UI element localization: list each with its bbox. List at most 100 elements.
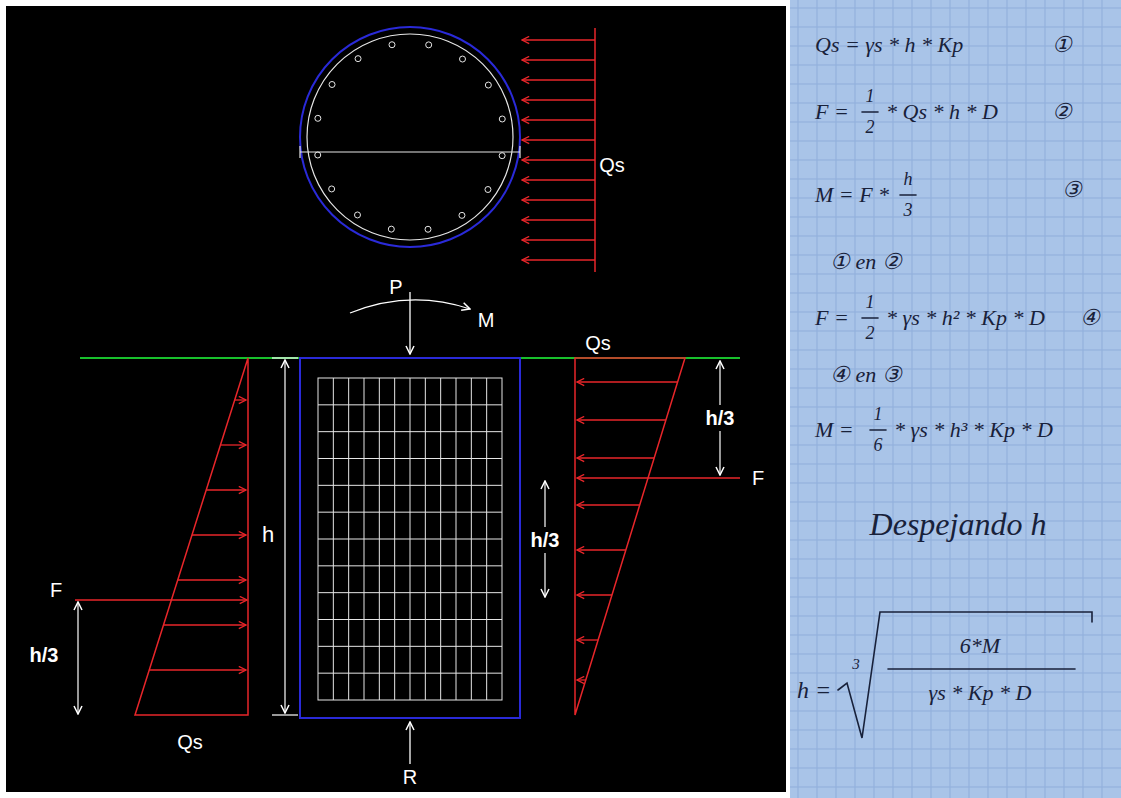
grid-line [1045,0,1046,798]
load-arrow [577,504,640,505]
rebar-dot [425,226,431,232]
pile-section-inner [307,34,513,240]
load-arrow [577,419,666,420]
load-arrow [522,79,595,80]
radical-sign [838,612,1092,738]
grid-line [790,749,1121,750]
dimension-label: h/3 [528,527,563,553]
load-arrow [522,239,595,240]
rebar-dot [315,115,321,121]
load-arrow [522,159,595,160]
rebar-dot [499,153,505,159]
equation: F = [815,100,849,124]
numerator: 6*M [960,634,1000,658]
rebar-dot [499,116,505,122]
load-arrow [522,219,595,220]
load-arrow [522,119,595,120]
moment-arrow [350,300,470,313]
load-arrow [522,139,595,140]
stirrup [318,646,502,647]
load-label: Qs [585,332,611,354]
fraction-bar [900,194,916,196]
grid-line [790,331,1121,332]
stirrup [318,539,502,540]
grid-line [790,84,1121,85]
rebar-dot [329,186,335,192]
grid-line [790,464,1121,465]
cage-outline [318,378,502,700]
load-arrow [409,292,410,354]
paper-grid [790,0,1121,798]
grid-line [790,654,1121,655]
load-arrow [522,59,595,60]
stirrup [318,619,502,620]
equation-number: ① [1052,33,1072,57]
dimension-tick [272,714,298,715]
load-arrow [577,679,586,680]
numerator: h [904,170,913,190]
load-arrow [149,669,246,670]
reaction-arrow [409,722,410,764]
note: ④ en ③ [830,363,902,387]
equation: M = [815,418,854,442]
rebar-dot [388,226,394,232]
grid-line [790,407,1121,408]
grid-line [790,8,1121,9]
reaction-label: R [403,766,417,788]
load-arrow [577,594,612,595]
grid-line [790,597,1121,598]
load-arrow [220,444,246,445]
stirrup [318,485,502,486]
grid-line [790,236,1121,237]
grid-line [1007,0,1008,798]
load-arrow [235,399,246,400]
stirrup [318,431,502,432]
load-arrow [522,199,595,200]
grid-line [790,578,1121,579]
grid-line [790,27,1121,28]
fraction-bar [862,317,878,319]
rebar-dot [354,212,360,218]
dimension-label: h/3 [703,405,738,431]
grid-line [790,350,1121,351]
grid-line [790,787,1121,788]
diameter-tick [299,146,300,158]
fraction-bar [888,668,1075,670]
load-label: P [389,276,402,298]
load-arrow [522,99,595,100]
denominator: 3 [904,201,913,221]
load-arrow [206,489,246,490]
dimension-label: h/3 [30,644,59,666]
rebar-dot [460,56,466,62]
grid-line [790,65,1121,66]
stirrup [318,512,502,513]
grid-line [1102,0,1103,798]
rebar-cage [318,378,502,700]
load-arrows [522,40,595,260]
grid-line [790,711,1121,712]
drawing-panel [6,6,786,792]
equation: Qs = γs * h * Kp [815,33,963,57]
grid-line [790,502,1121,503]
grid-line [790,388,1121,389]
stirrup [318,404,502,405]
pile-body [300,358,520,718]
rebar-dot [389,42,395,48]
load-arrow [522,259,595,260]
load-label: Qs [599,154,625,176]
pile-section-outer [300,27,520,247]
rebar-dot [315,152,321,158]
load-arrow [577,381,678,382]
resultant-arrow [577,477,740,479]
force-label: F [752,467,764,489]
numerator: 1 [866,87,875,107]
equation: * γs * h² * Kp * D [886,306,1045,330]
load-arrow [577,457,654,458]
dimension-line [77,602,78,714]
grid-line [790,141,1121,142]
stirrup [318,565,502,566]
equation: * γs * h³ * Kp * D [894,418,1053,442]
load-arrows [577,382,678,680]
load-arrow [577,639,598,640]
